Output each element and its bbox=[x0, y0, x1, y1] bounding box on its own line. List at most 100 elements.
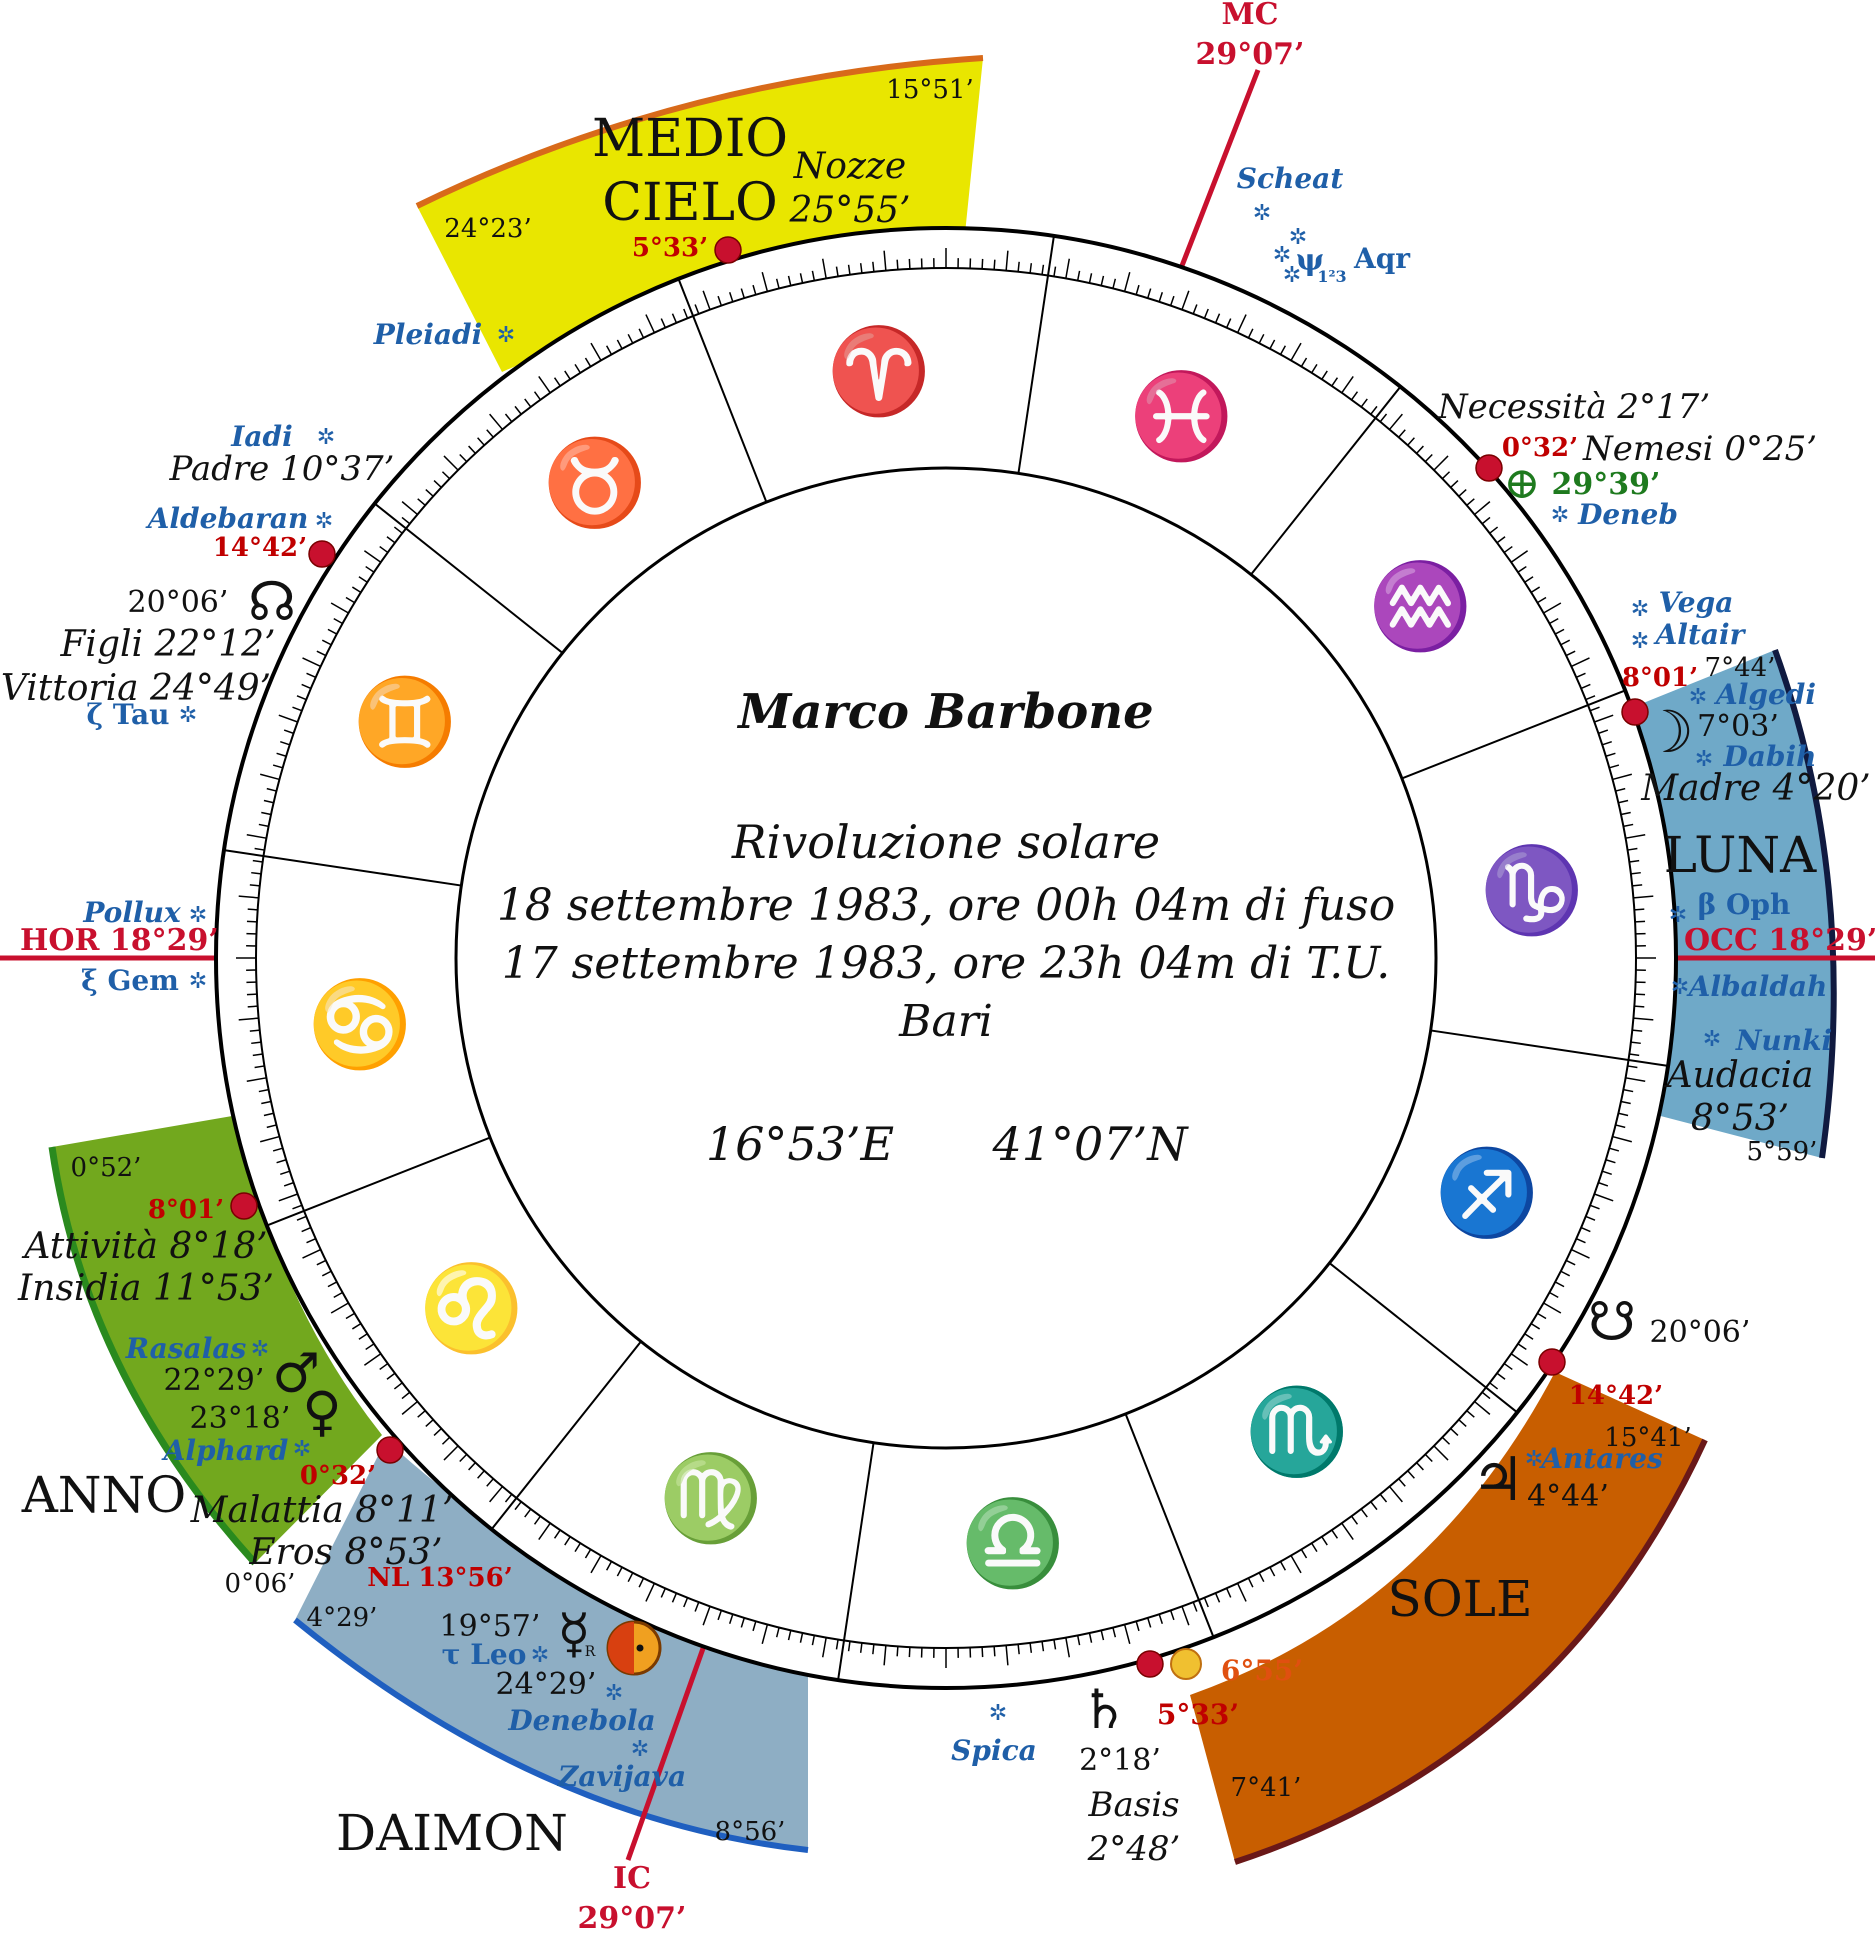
degree-tick bbox=[330, 1302, 349, 1314]
degree-tick bbox=[1589, 1204, 1600, 1210]
medio-cielo-end: 15°51’ bbox=[886, 75, 973, 105]
nl-value: NL 13°56’ bbox=[367, 1563, 513, 1593]
degree-tick bbox=[1615, 1124, 1626, 1129]
degree-tick bbox=[1524, 1333, 1534, 1340]
degree-tick bbox=[1633, 1017, 1654, 1021]
degree-tick bbox=[504, 1493, 513, 1503]
degree-tick bbox=[1331, 1529, 1339, 1539]
point-marker bbox=[230, 1192, 258, 1220]
degree-tick bbox=[981, 258, 984, 269]
degree-tick bbox=[1489, 1382, 1499, 1390]
degree-tick bbox=[1517, 565, 1527, 573]
degree-tick bbox=[1474, 1400, 1491, 1415]
degree-tick bbox=[638, 328, 645, 339]
degree-tick bbox=[1609, 1147, 1620, 1152]
star-dabih: Dabih bbox=[1723, 740, 1817, 773]
degree-tick bbox=[443, 455, 459, 471]
degree-tick bbox=[1388, 413, 1403, 430]
degree-tick bbox=[272, 1147, 283, 1152]
degree-tick bbox=[538, 1522, 551, 1541]
degree-tick bbox=[1370, 405, 1378, 415]
degree-tick bbox=[1269, 339, 1276, 350]
ic-value: 29°07’ bbox=[578, 1901, 687, 1933]
degree-tick bbox=[468, 1462, 476, 1471]
aquarius-sign-icon: ♒ bbox=[1368, 557, 1473, 655]
star-icon: ✲ bbox=[251, 1337, 269, 1362]
degree-tick bbox=[1627, 1065, 1638, 1069]
degree-tick bbox=[272, 764, 283, 769]
audacia-value: 8°53’ bbox=[1691, 1098, 1789, 1139]
degree-tick bbox=[327, 1281, 338, 1288]
axis-layer bbox=[0, 69, 1875, 1861]
degree-tick bbox=[1158, 292, 1164, 303]
star-iadi: Iadi bbox=[230, 420, 292, 453]
degree-tick bbox=[433, 480, 442, 488]
daimon-border bbox=[293, 1617, 809, 1853]
degree-tick bbox=[605, 345, 613, 355]
degree-tick bbox=[775, 1627, 780, 1638]
anno-border bbox=[48, 1146, 258, 1566]
star-deneb: Deneb bbox=[1577, 498, 1678, 531]
star-icon: ✲ bbox=[1671, 975, 1689, 1000]
degree-tick bbox=[1100, 1630, 1105, 1641]
degree-tick bbox=[1635, 993, 1646, 996]
degree-tick bbox=[280, 740, 291, 746]
star-psi: ψ bbox=[1296, 243, 1324, 278]
saturn-value: 2°18’ bbox=[1079, 1743, 1161, 1778]
degree-tick bbox=[993, 259, 996, 270]
sun-icon-shade bbox=[608, 1622, 634, 1674]
star-icon: ✲ bbox=[189, 969, 207, 994]
degree-tick bbox=[489, 413, 504, 430]
gemini-sign-icon: ♊ bbox=[353, 673, 458, 771]
degree-tick bbox=[1321, 370, 1328, 380]
degree-tick bbox=[504, 413, 513, 423]
anno-end: 0°06’ bbox=[225, 1569, 296, 1599]
degree-tick bbox=[1618, 799, 1629, 804]
eros: Eros 8°53’ bbox=[248, 1532, 442, 1573]
degree-tick bbox=[251, 1041, 262, 1045]
degree-tick bbox=[859, 263, 863, 274]
degree-tick bbox=[1565, 650, 1576, 657]
star-icons: ✲ ✲ ✲ ✲ ✲ ✲ ✲ ✲ ✲ ✲ ✲ ✲ ✲ ✲ ✲ ✲ ✲ ✲ ✲ ✲ … bbox=[179, 201, 1721, 1762]
star-vega: Vega bbox=[1659, 586, 1734, 619]
star-rasalas: Rasalas bbox=[125, 1332, 247, 1365]
degree-tick bbox=[1510, 550, 1529, 563]
degree-tick bbox=[533, 1515, 542, 1525]
degree-tick bbox=[468, 445, 476, 454]
point-marker bbox=[714, 236, 742, 264]
mc-axis-line bbox=[1175, 69, 1261, 277]
sole-sector bbox=[1190, 1372, 1705, 1862]
degree-tick bbox=[261, 1100, 272, 1105]
degree-tick bbox=[1450, 480, 1459, 488]
degree-tick bbox=[1416, 1462, 1424, 1471]
degree-tick bbox=[1625, 833, 1646, 839]
degree-tick bbox=[393, 526, 403, 534]
degree-tick bbox=[247, 908, 258, 911]
degree-tick bbox=[1605, 1159, 1616, 1164]
degree-tick bbox=[365, 565, 375, 573]
star-icon: ✲ bbox=[1631, 597, 1649, 622]
degree-tick bbox=[1214, 313, 1221, 324]
degree-tick bbox=[278, 714, 298, 723]
degree-tick bbox=[1458, 489, 1467, 497]
star-icon: ✲ bbox=[989, 1701, 1007, 1726]
degree-tick bbox=[1290, 1555, 1302, 1574]
degree-tick bbox=[258, 1088, 269, 1093]
mercury-icon: ☿ bbox=[557, 1602, 590, 1665]
degree-tick bbox=[590, 342, 602, 361]
moon-value: 7°03’ bbox=[1697, 709, 1779, 744]
mc-point-value: 5°33’ bbox=[632, 233, 708, 263]
sign-ring-inner bbox=[454, 466, 1438, 1450]
degree-tick bbox=[728, 1613, 734, 1624]
degree-tick bbox=[1620, 811, 1631, 816]
degree-tick bbox=[345, 596, 355, 604]
padre: Padre 10°37’ bbox=[169, 449, 395, 489]
degree-tick bbox=[330, 602, 349, 614]
degree-tick bbox=[486, 429, 494, 438]
degree-tick bbox=[590, 1555, 602, 1574]
degree-tick bbox=[1634, 908, 1645, 911]
vittoria: Vittoria 24°49’ bbox=[1, 668, 271, 709]
degree-tick bbox=[441, 471, 451, 480]
sign-divider bbox=[677, 278, 768, 503]
